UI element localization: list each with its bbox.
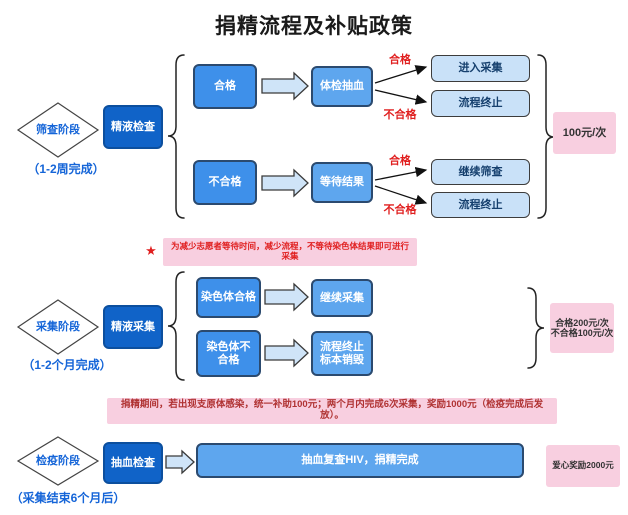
stage2-row2-input-box: 染色体不合格 bbox=[196, 330, 261, 377]
stage2-right-brace bbox=[527, 287, 545, 369]
arrow-wait-pass bbox=[374, 166, 428, 181]
stage1-row2-fail-result-box: 流程终止 bbox=[431, 192, 530, 218]
stage2-action-box: 精液采集 bbox=[103, 305, 163, 349]
stage1-row2-fail-label: 不合格 bbox=[383, 204, 417, 217]
stage1-row1-fail-result-box: 流程终止 bbox=[431, 90, 530, 117]
arrow-fail-to-wait bbox=[261, 168, 309, 198]
stage3-caption: （采集结束6个月后） bbox=[10, 491, 126, 506]
stage2-left-brace bbox=[167, 271, 185, 381]
stage1-row1-input-box: 合格 bbox=[193, 64, 257, 109]
note-box: 为减少志愿者等待时间，减少流程，不等待染色体结果即可进行采集 bbox=[163, 238, 417, 266]
stage1-caption: （1-2周完成） bbox=[27, 162, 105, 177]
stage3-result-box: 抽血复查HIV，捐精完成 bbox=[196, 443, 524, 478]
stage2-row1-result-box: 继续采集 bbox=[311, 279, 373, 317]
subsidy-banner: 捐精期间，若出现支原体感染，统一补助100元；两个月内完成6次采集，奖励1000… bbox=[107, 398, 557, 424]
stage1-row1-step-box: 体检抽血 bbox=[311, 66, 373, 107]
arrow-chromosome-pass bbox=[264, 282, 309, 312]
stage2-diamond-shape bbox=[16, 299, 100, 355]
stage3-reward-box: 爱心奖励2000元 bbox=[546, 445, 620, 487]
stage1-subsidy-box: 100元/次 bbox=[553, 112, 616, 154]
arrow-blood-recheck bbox=[165, 449, 195, 475]
stage1-diamond-label: 筛查阶段 bbox=[36, 123, 80, 136]
stage2-row2-result-line2: 标本销毁 bbox=[320, 353, 364, 366]
stage1-row2-input-box: 不合格 bbox=[193, 160, 257, 205]
stage2-subsidy-line2: 不合格100元/次 bbox=[550, 328, 614, 338]
page-title: 捐精流程及补贴政策 bbox=[215, 15, 413, 38]
stage2-row2-result-line1: 流程终止 bbox=[320, 340, 364, 353]
stage1-action-box: 精液检查 bbox=[103, 105, 163, 149]
stage1-diamond-shape bbox=[16, 102, 100, 158]
arrow-pass-to-exam bbox=[261, 71, 309, 101]
stage3-diamond-shape bbox=[16, 436, 100, 486]
stage1-row2-pass-result-box: 继续筛查 bbox=[431, 159, 530, 185]
stage3-action-box: 抽血检查 bbox=[103, 442, 163, 484]
arrow-chromosome-fail bbox=[264, 338, 309, 368]
stage1-row2-step-box: 等待结果 bbox=[311, 162, 373, 203]
stage1-left-brace bbox=[167, 54, 185, 219]
stage1-row1-pass-label: 合格 bbox=[389, 54, 411, 67]
stage2-diamond-label: 采集阶段 bbox=[36, 320, 80, 333]
stage3-diamond-label: 检疫阶段 bbox=[36, 454, 80, 467]
arrow-exam-pass bbox=[374, 65, 428, 84]
stage2-caption: （1-2个月完成） bbox=[22, 358, 112, 373]
stage2-row1-input-box: 染色体合格 bbox=[196, 277, 261, 318]
arrow-exam-fail bbox=[374, 89, 428, 105]
stage1-row1-pass-result-box: 进入采集 bbox=[431, 55, 530, 82]
stage1-right-brace bbox=[537, 54, 555, 219]
stage1-row2-pass-label: 合格 bbox=[389, 155, 411, 168]
stage2-subsidy-line1: 合格200元/次 bbox=[555, 317, 609, 328]
stage1-row1-fail-label: 不合格 bbox=[383, 109, 417, 122]
stage2-subsidy-box: 合格200元/次 不合格100元/次 bbox=[550, 303, 614, 353]
arrow-wait-fail bbox=[374, 185, 428, 205]
star-icon: ★ bbox=[145, 242, 157, 258]
stage2-row2-result-box: 流程终止 标本销毁 bbox=[311, 331, 373, 376]
